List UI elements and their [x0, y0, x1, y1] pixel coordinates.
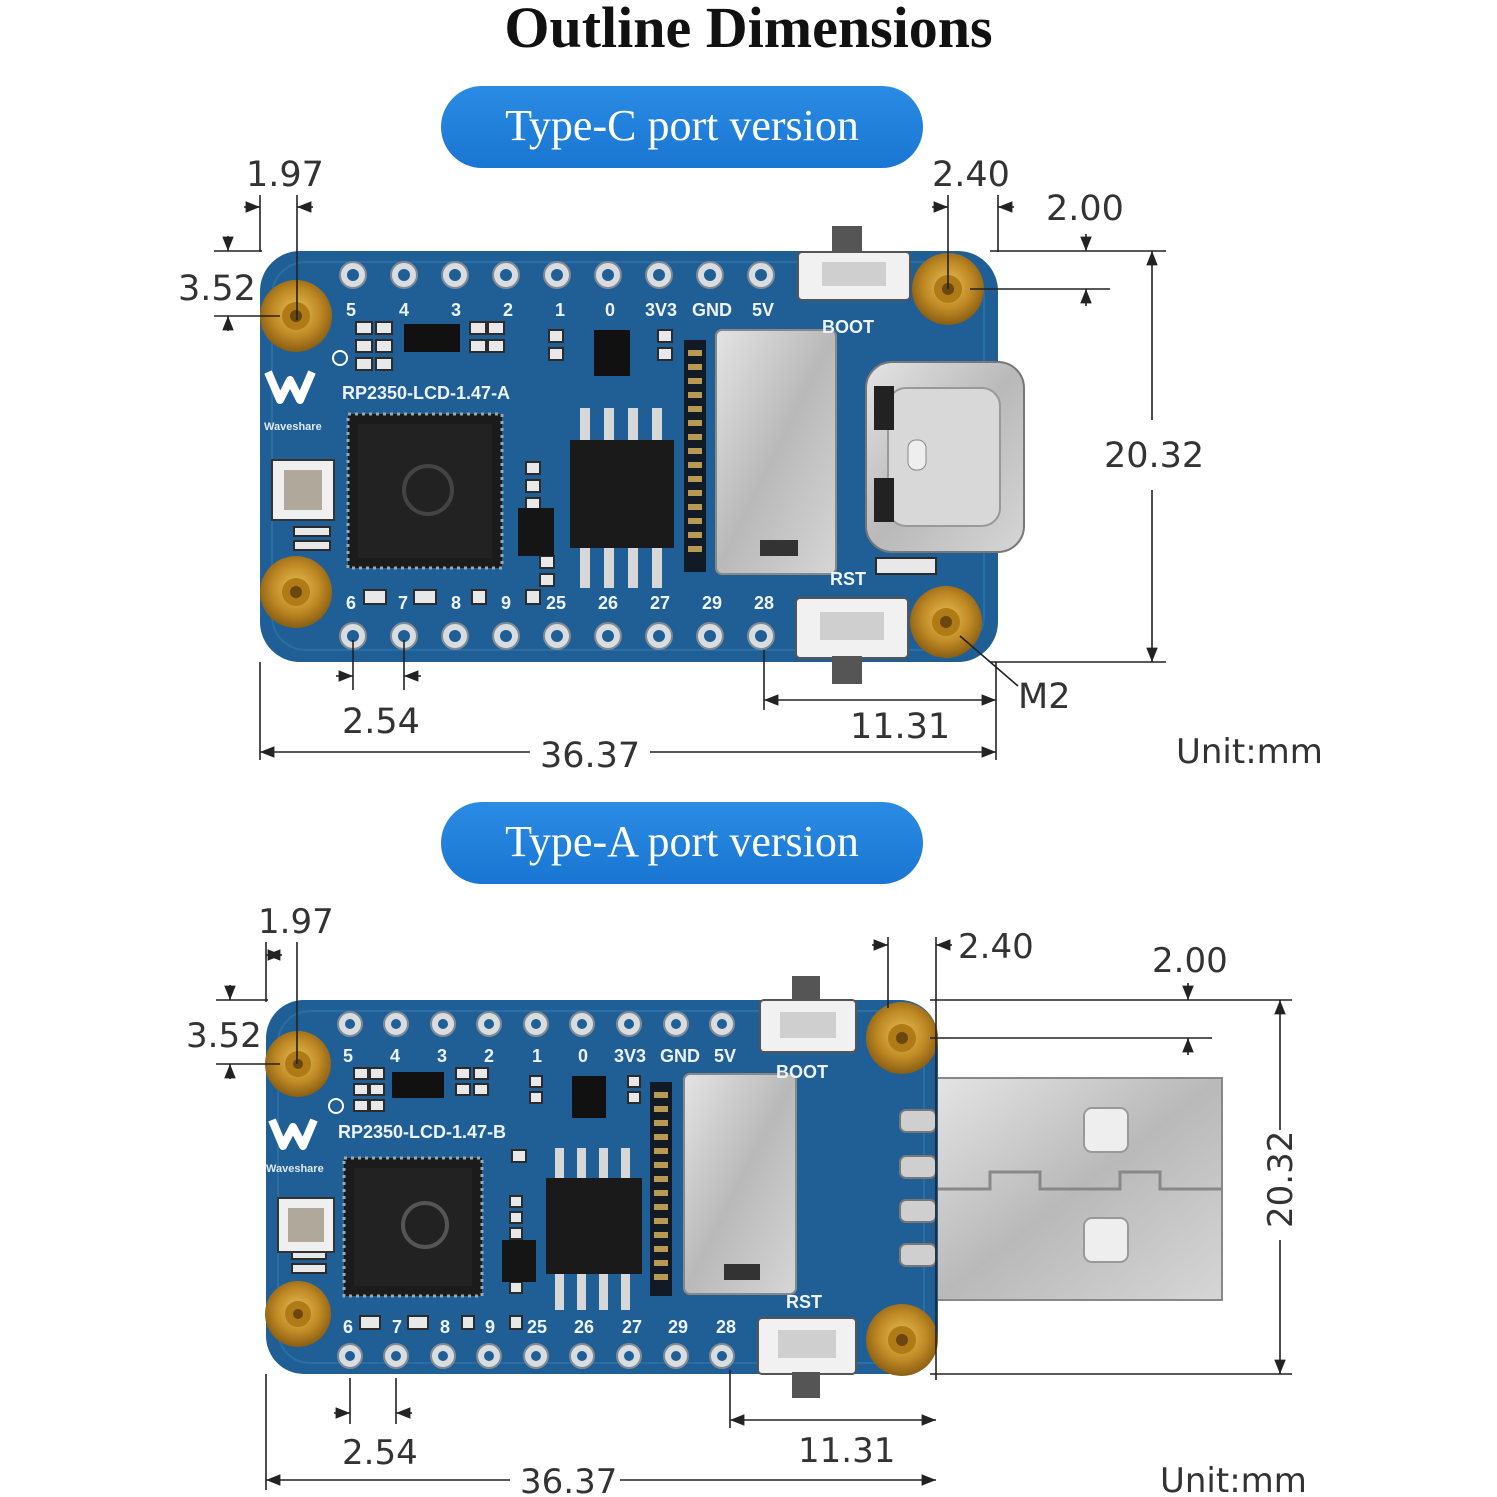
mounting-hole — [260, 280, 332, 352]
dim-hole-offset-x: 1.97 — [258, 902, 334, 942]
unit-label: Unit:mm — [1176, 732, 1323, 772]
boot-label: BOOT — [822, 317, 874, 337]
pin-label: 26 — [574, 1317, 594, 1337]
flash-chip — [570, 408, 674, 588]
pin-label: 9 — [501, 593, 511, 613]
dim-hole-offset-y: 3.52 — [178, 269, 256, 309]
pin-label: GND — [692, 300, 732, 320]
boot-label: BOOT — [776, 1062, 828, 1082]
waveshare-logo-icon — [268, 1098, 344, 1150]
dim-hole-size: M2 — [1018, 677, 1070, 717]
flash-chip — [546, 1148, 642, 1310]
type-a-dimensions: 1.97 3.52 2.40 2.00 20.32 2.54 11.31 — [186, 902, 1307, 1497]
dim-height: 20.32 — [1104, 436, 1204, 476]
top-header-pads — [337, 1011, 735, 1037]
top-header-pads — [339, 261, 775, 289]
dim-length: 36.37 — [520, 1462, 617, 1497]
mounting-hole — [260, 556, 332, 628]
mounting-hole — [866, 1002, 938, 1074]
dim-right-hole-offset-y: 2.00 — [1152, 941, 1228, 981]
pin-label: 3 — [437, 1046, 447, 1066]
dim-right-hole-offset-x: 2.40 — [932, 155, 1010, 195]
reset-label: RST — [786, 1292, 822, 1312]
pin-label: 5 — [346, 300, 356, 320]
type-c-version-label: Type-C port version — [441, 86, 923, 168]
pin-label: 26 — [598, 593, 618, 613]
pin-label: 4 — [399, 300, 409, 320]
mounting-hole — [265, 1281, 331, 1347]
pin-label: 28 — [716, 1317, 736, 1337]
mounting-hole — [866, 1304, 938, 1376]
pin-label: 1 — [532, 1046, 542, 1066]
pin-label: 29 — [702, 593, 722, 613]
pin-label: 7 — [398, 593, 408, 613]
pin-label: 25 — [527, 1317, 547, 1337]
dim-length: 36.37 — [540, 736, 640, 776]
pin-label: 3V3 — [645, 300, 677, 320]
pin-label: 7 — [392, 1317, 402, 1337]
pin-label: 28 — [754, 593, 774, 613]
pin-label: 6 — [343, 1317, 353, 1337]
pin-label: 2 — [503, 300, 513, 320]
boot-button — [797, 226, 911, 301]
dim-connector-span: 11.31 — [850, 707, 950, 747]
dim-pin-pitch: 2.54 — [342, 1433, 418, 1473]
logo-text: Waveshare — [266, 1163, 324, 1175]
type-a-version-label: Type-A port version — [441, 802, 923, 884]
logo-text: Waveshare — [264, 421, 322, 433]
sd-card-slot — [715, 329, 837, 575]
pin-label: 3 — [451, 300, 461, 320]
dim-right-hole-offset-y: 2.00 — [1046, 189, 1124, 229]
board-name: RP2350-LCD-1.47-A — [342, 383, 510, 403]
dim-hole-offset-x: 1.97 — [246, 155, 324, 195]
pin-label: 6 — [346, 593, 356, 613]
bottom-header-pads — [339, 622, 775, 650]
pin-label: 1 — [555, 300, 565, 320]
pin-label: 0 — [578, 1046, 588, 1066]
page-title: Outline Dimensions — [504, 0, 993, 60]
board-name: RP2350-LCD-1.47-B — [338, 1122, 506, 1142]
reset-button — [757, 1317, 857, 1398]
waveshare-logo-icon — [264, 350, 348, 404]
pin-label: 5 — [343, 1046, 353, 1066]
pin-label: 2 — [484, 1046, 494, 1066]
pin-label: 29 — [668, 1317, 688, 1337]
pin-label: 9 — [485, 1317, 495, 1337]
usb-a-connector — [935, 1077, 1223, 1301]
mcu-chip — [342, 1156, 484, 1298]
reset-label: RST — [830, 569, 866, 589]
type-a-board: 5 4 3 2 1 0 3V3 GND 5V 6 7 8 9 25 26 27 … — [265, 976, 1223, 1398]
dim-pin-pitch: 2.54 — [342, 702, 420, 742]
pin-label: GND — [660, 1046, 700, 1066]
dim-hole-offset-y: 3.52 — [186, 1016, 262, 1056]
boot-button — [759, 976, 857, 1053]
pin-label: 3V3 — [614, 1046, 646, 1066]
bottom-header-pads — [337, 1343, 735, 1369]
mcu-chip — [346, 412, 504, 570]
pin-label: 4 — [390, 1046, 400, 1066]
pin-label: 27 — [622, 1317, 642, 1337]
pin-label: 25 — [546, 593, 566, 613]
sd-card-slot — [683, 1073, 797, 1295]
mounting-hole — [910, 586, 982, 658]
mounting-hole — [265, 1031, 331, 1097]
dim-connector-span: 11.31 — [798, 1431, 895, 1471]
dim-right-hole-offset-x: 2.40 — [958, 927, 1034, 967]
pin-label: 8 — [451, 593, 461, 613]
pin-label: 27 — [650, 593, 670, 613]
usb-c-connector — [865, 361, 1025, 553]
type-c-board: 5 4 3 2 1 0 3V3 GND 5V 6 7 8 9 25 26 27 … — [260, 226, 1025, 684]
reset-button — [795, 597, 909, 684]
dim-height: 20.32 — [1261, 1131, 1301, 1228]
pin-label: 8 — [440, 1317, 450, 1337]
type-c-dimensions: 1.97 3.52 2.40 2.00 20.32 2.54 11.31 — [178, 155, 1323, 776]
pin-label: 0 — [605, 300, 615, 320]
unit-label: Unit:mm — [1160, 1461, 1307, 1497]
pin-label: 5V — [752, 300, 774, 320]
pin-label: 5V — [714, 1046, 736, 1066]
